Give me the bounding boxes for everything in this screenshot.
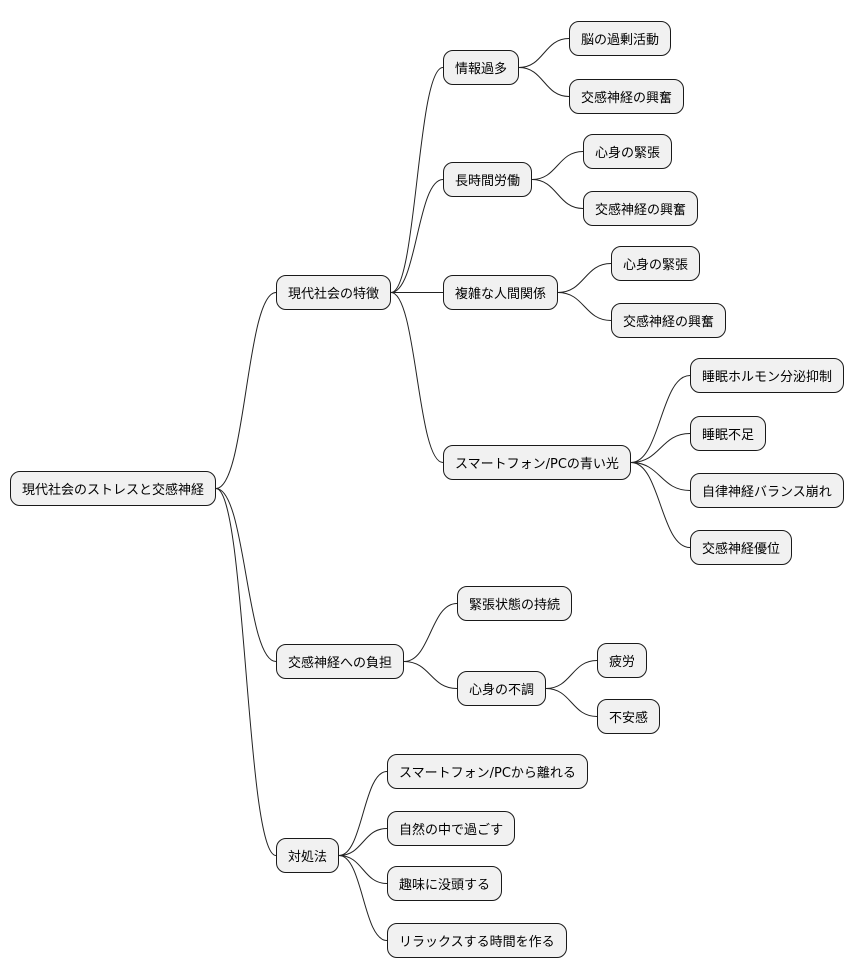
connector-feat-long (390, 179, 444, 293)
leaf-leave-devices: スマートフォン/PCから離れる (387, 754, 588, 789)
connector-blue-blue-2 (630, 433, 691, 463)
connector-long-long-2 (531, 179, 584, 209)
connector-root-feat (215, 292, 277, 489)
connector-rel-rel-2 (557, 292, 612, 321)
connector-feat-blue (390, 292, 444, 463)
connector-unw-unw-1 (545, 660, 598, 689)
node-burden: 交感神経への負担 (276, 644, 405, 679)
leaf-hobbies: 趣味に没頭する (387, 866, 503, 901)
connector-cope-cope-4 (338, 855, 388, 941)
leaf-sympathetic-dominance: 交感神経優位 (690, 530, 793, 565)
connector-info-info-2 (518, 67, 570, 97)
node-coping: 対処法 (276, 838, 340, 873)
connector-feat-info (390, 67, 444, 293)
leaf-sympathetic-excitement: 交感神経の興奮 (611, 303, 727, 338)
node-sustained-tension: 緊張状態の持続 (457, 586, 573, 621)
node-blue-light: スマートフォン/PCの青い光 (443, 445, 631, 480)
leaf-sleep-deprivation: 睡眠不足 (690, 416, 767, 451)
connector-unw-unw-2 (545, 688, 598, 717)
node-long-work: 長時間労働 (443, 162, 533, 197)
connector-long-long-1 (531, 151, 584, 180)
connector-blue-blue-3 (630, 462, 691, 491)
connector-burd-sus (403, 603, 458, 662)
leaf-mind-body-tension: 心身の緊張 (611, 246, 701, 281)
connector-cope-cope-3 (338, 855, 388, 884)
connector-burd-unw (403, 661, 458, 689)
node-info-overload: 情報過多 (443, 50, 520, 85)
root-node: 現代社会のストレスと交感神経 (10, 471, 217, 506)
connector-rel-rel-1 (557, 263, 612, 293)
node-mind-body-unwell: 心身の不調 (457, 671, 547, 706)
connector-info-info-1 (518, 38, 570, 68)
connector-root-cope (215, 488, 277, 856)
connector-cope-cope-2 (338, 828, 388, 856)
leaf-sympathetic-excitement: 交感神経の興奮 (569, 79, 685, 114)
connector-blue-blue-4 (630, 462, 691, 548)
leaf-relax-time: リラックスする時間を作る (387, 923, 567, 958)
leaf-sleep-hormone-suppression: 睡眠ホルモン分泌抑制 (690, 358, 845, 393)
connector-cope-cope-1 (338, 771, 388, 856)
leaf-brain-overactivity: 脳の過剰活動 (569, 21, 672, 56)
leaf-mind-body-tension: 心身の緊張 (583, 134, 673, 169)
connector-blue-blue-1 (630, 375, 691, 463)
leaf-sympathetic-excitement: 交感神経の興奮 (583, 191, 699, 226)
node-features: 現代社会の特徴 (276, 275, 392, 310)
node-relations: 複雑な人間関係 (443, 275, 559, 310)
leaf-anxiety: 不安感 (597, 699, 661, 734)
leaf-spend-time-in-nature: 自然の中で過ごす (387, 811, 516, 846)
leaf-autonomic-imbalance: 自律神経バランス崩れ (690, 473, 844, 508)
connector-root-burd (215, 488, 277, 662)
leaf-fatigue: 疲労 (597, 643, 648, 678)
